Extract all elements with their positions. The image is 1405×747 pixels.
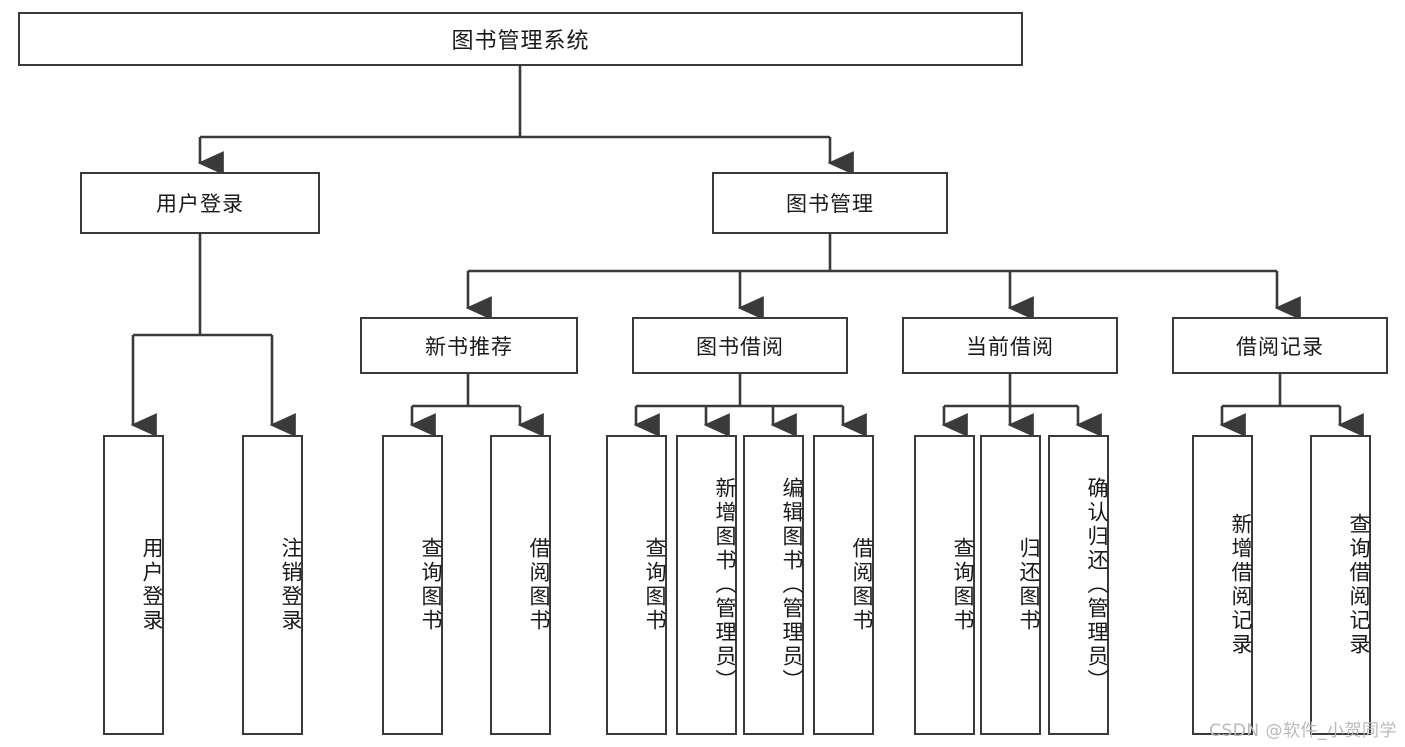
leaf-recommend-query-book[interactable]: 查询图书 <box>382 435 443 735</box>
leaf-logout-login[interactable]: 注销登录 <box>242 435 303 735</box>
leaf-user-login[interactable]: 用户登录 <box>103 435 164 735</box>
leaf-record-add-borrow-record[interactable]: 新增借阅记录 <box>1192 435 1253 735</box>
node-book-management[interactable]: 图书管理 <box>712 172 948 234</box>
leaf-borrow-add-book-admin[interactable]: 新增图书（管理员） <box>676 435 737 735</box>
leaf-recommend-borrow-book[interactable]: 借阅图书 <box>490 435 551 735</box>
leaf-current-confirm-return-admin[interactable]: 确认归还（管理员） <box>1048 435 1109 735</box>
node-new-book-recommend[interactable]: 新书推荐 <box>360 317 578 374</box>
node-book-borrow[interactable]: 图书借阅 <box>632 317 848 374</box>
node-user-login[interactable]: 用户登录 <box>80 172 320 234</box>
leaf-current-return-book[interactable]: 归还图书 <box>980 435 1041 735</box>
leaf-current-query-book[interactable]: 查询图书 <box>914 435 975 735</box>
leaf-borrow-edit-book-admin[interactable]: 编辑图书（管理员） <box>743 435 804 735</box>
node-borrow-record[interactable]: 借阅记录 <box>1172 317 1388 374</box>
leaf-record-query-borrow-record[interactable]: 查询借阅记录 <box>1310 435 1371 735</box>
node-current-borrow[interactable]: 当前借阅 <box>902 317 1118 374</box>
node-root-book-management-system[interactable]: 图书管理系统 <box>18 12 1023 66</box>
watermark: CSDN @软件_小贺同学 <box>1209 721 1397 741</box>
leaf-borrow-query-book[interactable]: 查询图书 <box>606 435 667 735</box>
leaf-borrow-borrow-book[interactable]: 借阅图书 <box>813 435 874 735</box>
